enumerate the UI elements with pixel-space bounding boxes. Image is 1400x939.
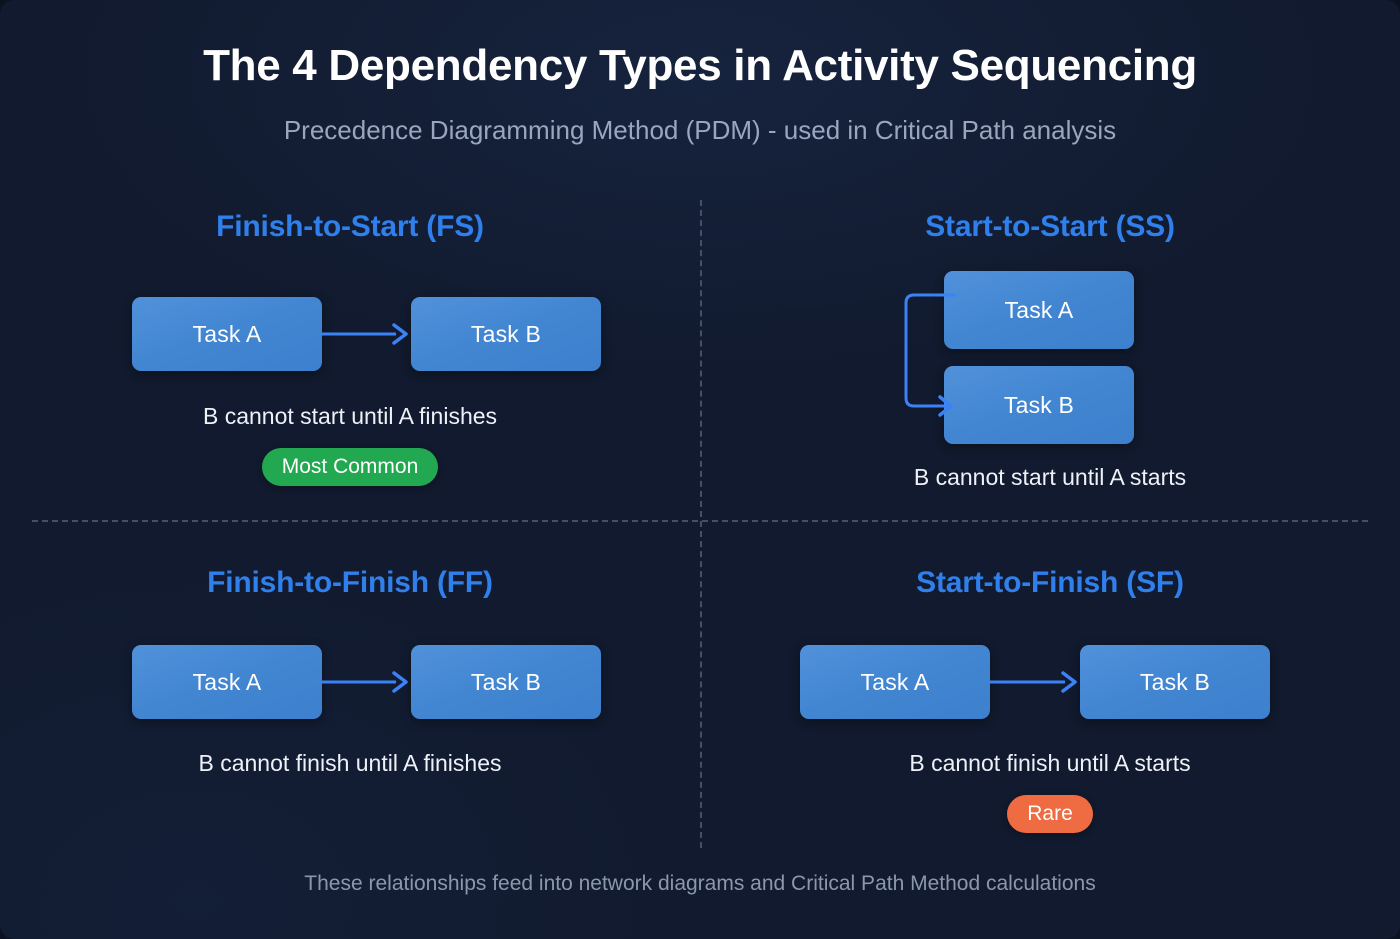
task-box-b-ff[interactable]: Task B [411,645,601,719]
task-box-a-sf[interactable]: Task A [800,645,990,719]
quadrant-description-ss: B cannot start until A starts [913,464,1187,490]
quadrant-heading-fs: Finish-to-Start (FS) [216,210,484,243]
quadrant-start-to-finish: Start-to-Finish (SF) Task A Task B B can… [700,552,1400,852]
bracket-arrow-icon-ss [904,293,956,417]
badge-container-sf: Rare [700,795,1400,833]
quadrant-description-fs: B cannot start until A finishes [202,403,498,429]
task-box-a-ff[interactable]: Task A [132,645,322,719]
page-subtitle: Precedence Diagramming Method (PDM) - us… [283,115,1117,145]
arrow-right-icon-sf [990,671,1077,693]
quadrant-description-sf: B cannot finish until A starts [909,750,1191,776]
task-box-a-fs[interactable]: Task A [132,297,322,371]
quadrant-finish-to-start: Finish-to-Start (FS) Task A Task B B can… [0,196,700,520]
task-box-b-fs[interactable]: Task B [411,297,601,371]
task-box-a-ss[interactable]: Task A [944,271,1134,349]
arrow-right-icon-fs [322,323,408,345]
task-box-b-sf[interactable]: Task B [1080,645,1270,719]
quadrant-heading-ss: Start-to-Start (SS) [925,210,1175,243]
quadrant-heading-sf: Start-to-Finish (SF) [916,566,1184,599]
quadrant-heading-ff: Finish-to-Finish (FF) [207,566,493,599]
arrow-right-icon-ff [322,671,408,693]
status-badge-rare: Rare [1007,795,1093,833]
footer-note: These relationships feed into network di… [304,872,1096,895]
task-box-b-ss[interactable]: Task B [944,366,1134,444]
vertical-divider [700,200,702,848]
quadrant-description-ff: B cannot finish until A finishes [198,750,502,776]
quadrant-start-to-start: Start-to-Start (SS) Task A Task B B cann… [700,196,1400,520]
badge-container-fs: Most Common [0,448,700,486]
page-title: The 4 Dependency Types in Activity Seque… [203,41,1197,90]
quadrant-finish-to-finish: Finish-to-Finish (FF) Task A Task B B ca… [0,552,700,852]
status-badge-most-common: Most Common [261,448,439,486]
